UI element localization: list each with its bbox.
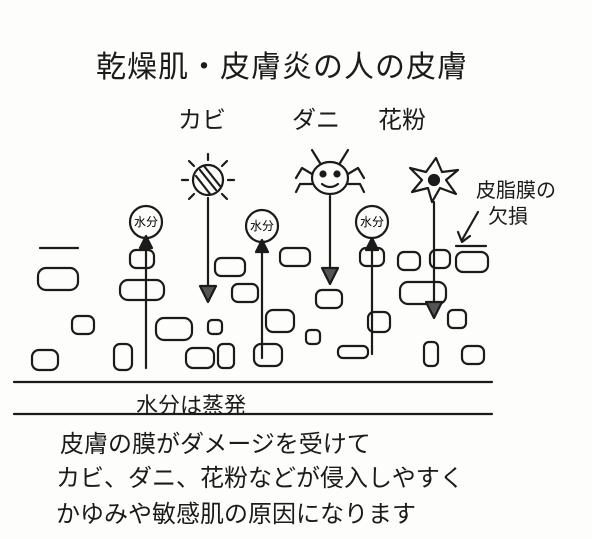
sebum-pointer-head [456, 230, 472, 244]
skin-cell [36, 266, 80, 292]
skin-cell [154, 316, 194, 342]
water-bubble [244, 208, 280, 244]
skin-cell [396, 250, 422, 272]
skin-cell [216, 342, 236, 370]
sebum-loss-label-line1: 皮脂膜の [476, 178, 556, 202]
skin-cell [118, 278, 166, 302]
skin-cell [128, 248, 156, 270]
sebum-pointer [460, 210, 480, 242]
skin-cell [314, 288, 344, 310]
sebum-loss-label-line2: 欠損 [488, 204, 528, 228]
skin-cell [304, 328, 322, 346]
water-label: 水分 [134, 215, 158, 229]
skin-cells [30, 244, 490, 372]
mite-label: ダニ [292, 106, 340, 134]
skin-cell [264, 308, 296, 334]
skin-cell [206, 318, 224, 336]
allergen-arrows [198, 194, 444, 320]
skin-cell [230, 282, 260, 304]
caption-line-2: カビ、ダニ、花粉などが侵入しやすく [56, 464, 464, 492]
pollen-label: 花粉 [378, 106, 426, 134]
skin-cell [112, 342, 134, 372]
mite-icon [294, 148, 366, 196]
water-label: 水分 [360, 215, 384, 229]
pollen-icon [408, 156, 460, 204]
diagram-title: 乾燥肌・皮膚炎の人の皮膚 [96, 50, 468, 85]
water-label: 水分 [250, 219, 274, 233]
skin-cell [398, 280, 448, 306]
water-arrows [138, 234, 380, 370]
skin-cell [30, 348, 60, 372]
mold-icon [180, 152, 236, 201]
skin-cell [213, 256, 247, 278]
skin-cell [336, 344, 370, 360]
mold-label: カビ [178, 106, 226, 134]
skin-cell [278, 246, 312, 268]
skin-cell [460, 344, 486, 366]
skin-cell [446, 308, 468, 330]
skin-cell [366, 310, 392, 334]
skin-cell [428, 248, 452, 270]
skin-cell [252, 342, 284, 368]
skin-cell [184, 346, 216, 370]
water-bubble [354, 204, 390, 240]
caption-line-3: かゆみや敏感肌の原因になります [56, 500, 416, 528]
caption-line-1: 皮膚の膜がダメージを受けて [60, 430, 371, 458]
skin-cell [70, 314, 96, 336]
skin-cell [422, 340, 440, 368]
water-bubble [128, 204, 164, 240]
evaporation-label: 水分は蒸発 [136, 394, 247, 419]
skin-cell [454, 250, 490, 274]
